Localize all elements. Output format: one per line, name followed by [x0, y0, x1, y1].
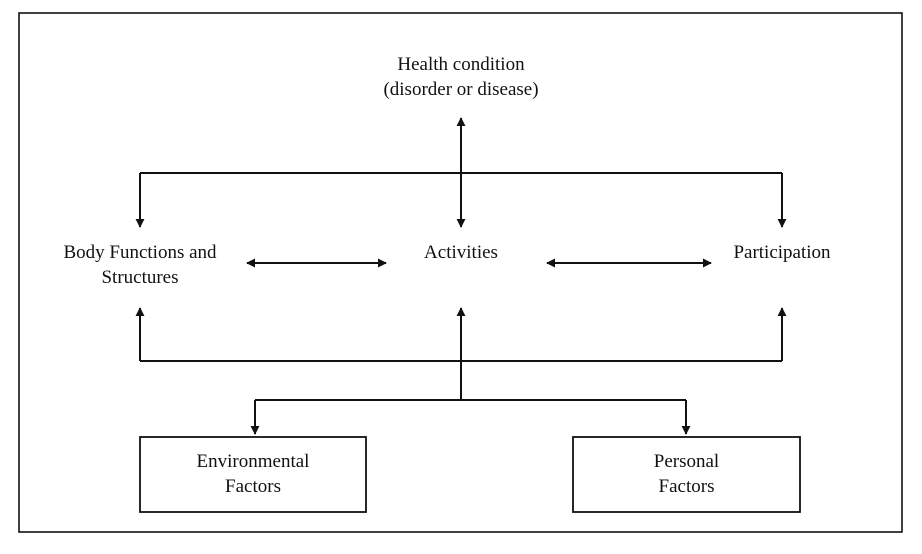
personal-factors-line2: Factors: [658, 476, 715, 497]
health-condition-line2: (disorder or disease): [383, 79, 539, 100]
body-functions-line1: Body Functions and: [63, 242, 217, 263]
activities-text: Activities: [424, 242, 498, 263]
body-functions-line2: Structures: [101, 267, 179, 288]
participation-text: Participation: [733, 242, 831, 263]
environmental-factors-line1: Environmental: [196, 451, 310, 472]
participation-label: Participation: [717, 240, 847, 265]
environmental-factors-line2: Factors: [225, 476, 281, 497]
health-condition-line1: Health condition: [397, 54, 525, 75]
environmental-factors-label: Environmental Factors: [140, 449, 366, 499]
personal-factors-label: Personal Factors: [573, 449, 800, 499]
outer-frame: [18, 12, 903, 533]
body-functions-label: Body Functions and Structures: [40, 240, 240, 290]
health-condition-label: Health condition (disorder or disease): [361, 52, 561, 102]
personal-factors-line1: Personal: [653, 451, 720, 472]
environmental-factors-box: [139, 436, 367, 513]
personal-factors-box: [572, 436, 801, 513]
activities-label: Activities: [396, 240, 526, 265]
